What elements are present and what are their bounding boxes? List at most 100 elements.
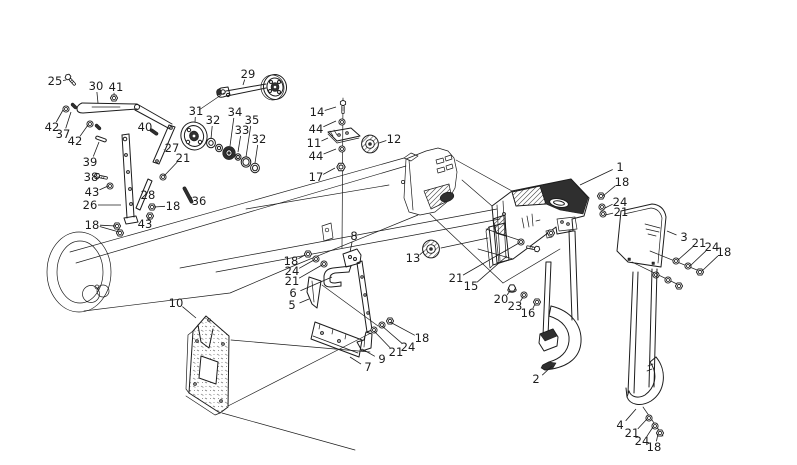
part-label-13-38: 13 <box>406 251 421 265</box>
part-label-leader-34 <box>229 117 235 147</box>
part-label-leader-25 <box>62 79 67 81</box>
roller-12-icon <box>361 134 379 154</box>
part-2-skid <box>538 230 582 371</box>
part-label-leader-43 <box>99 185 109 191</box>
part-label-leader-21 <box>373 330 391 349</box>
washer-21-icon <box>320 260 328 268</box>
part-label-6-36: 6 <box>289 286 296 300</box>
part-label-36-28: 36 <box>192 194 207 208</box>
part-label-44-13: 44 <box>309 149 324 163</box>
part-label-leader-21 <box>604 212 614 216</box>
part-26-bracket-bar <box>121 133 139 225</box>
part-label-leader-18 <box>389 321 415 336</box>
part-label-leader-42 <box>55 109 64 123</box>
plate-11-icon <box>327 127 361 142</box>
part-label-7-57: 7 <box>364 360 371 374</box>
washer-44-icon <box>338 145 346 153</box>
part-label-leader-8 <box>349 241 353 253</box>
part-label-leader-33 <box>237 135 241 153</box>
part-label-24-46: 24 <box>613 195 628 209</box>
part-label-24-50: 24 <box>705 240 720 254</box>
part-label-43-29: 43 <box>138 217 153 231</box>
part-label-24-34: 24 <box>285 264 300 278</box>
part-label-leader-23 <box>519 296 524 302</box>
part-label-leader-28 <box>141 198 143 200</box>
part-label-leader-24 <box>689 250 707 267</box>
part-label-10-31: 10 <box>169 296 184 310</box>
part-label-leader-18 <box>99 224 117 227</box>
nut-17-icon <box>336 162 346 172</box>
part-label-leader-11 <box>321 137 329 142</box>
part-label-18-61: 18 <box>415 331 430 345</box>
part-label-leader-5 <box>299 298 310 304</box>
part-label-leader-36 <box>190 196 193 199</box>
part-label-16-43: 16 <box>521 306 536 320</box>
part-label-5-37: 5 <box>288 298 295 312</box>
nut-18-icon <box>115 229 125 237</box>
part-label-15-40: 15 <box>464 279 479 293</box>
part-label-18-56: 18 <box>647 440 662 454</box>
pin-36-icon <box>182 186 194 204</box>
part-label-leader-21 <box>677 246 694 261</box>
bolt-14-icon <box>339 99 347 115</box>
boom-body-outline <box>46 147 514 313</box>
part-label-leader-9 <box>361 348 375 357</box>
part-4-skid <box>625 268 665 437</box>
bolt-25-icon <box>63 72 78 88</box>
part-label-20-41: 20 <box>494 292 509 306</box>
washer-42-icon <box>62 105 70 113</box>
part-label-40-19: 40 <box>138 120 153 134</box>
part-label-leader-1 <box>579 169 613 186</box>
part-label-25-0: 25 <box>48 74 63 88</box>
bolt-icon <box>525 243 541 253</box>
part-label-leader-44 <box>323 120 337 128</box>
part-label-leader-12 <box>378 140 387 144</box>
part-label-leader-24 <box>381 325 403 344</box>
washer-21-icon <box>370 326 378 334</box>
part-label-27-20: 27 <box>165 141 180 155</box>
part-label-18-33: 18 <box>284 254 299 268</box>
part-label-leader-39 <box>92 141 100 157</box>
part-3-guard-panel <box>616 203 705 290</box>
part-label-leader-18 <box>298 254 306 259</box>
part-label-3-48: 3 <box>680 230 687 244</box>
part-label-17-15: 17 <box>309 170 324 184</box>
part-30-arm-assembly <box>62 72 173 143</box>
part-label-21-35: 21 <box>285 274 300 288</box>
washer-21-icon <box>599 210 607 218</box>
part-label-9-58: 9 <box>378 352 385 366</box>
part-label-leader-37 <box>65 111 72 129</box>
part-label-leader-14 <box>324 106 337 111</box>
part-label-leader-21 <box>163 161 178 177</box>
part-label-leader-7 <box>349 356 362 365</box>
washer-33-icon <box>234 153 242 161</box>
washer-32-icon <box>206 137 216 149</box>
washer-44-icon <box>338 118 346 126</box>
part-label-leader-24 <box>299 259 315 269</box>
part-label-28-26: 28 <box>141 188 156 202</box>
part-31-pulley-stack <box>180 92 260 174</box>
nut-18-icon <box>303 250 313 258</box>
roller-13-icon <box>422 239 440 259</box>
part-10-wear-plate <box>185 315 372 451</box>
nut-41-icon <box>109 94 119 102</box>
washer-42-icon <box>86 120 94 128</box>
part-1-cover <box>491 178 607 264</box>
part-label-18-45: 18 <box>615 175 630 189</box>
part-label-leader-18 <box>656 433 659 442</box>
washer-24-icon <box>378 321 386 329</box>
part-label-leader-21 <box>298 264 323 279</box>
part-label-21-54: 21 <box>625 426 640 440</box>
part-label-18-27: 18 <box>166 199 181 213</box>
part-label-leader-44 <box>323 148 337 155</box>
washer-24-icon <box>312 255 320 263</box>
part-label-leader-17 <box>323 167 336 175</box>
part-label-leader-32 <box>254 144 259 164</box>
part-label-30-1: 30 <box>89 79 104 93</box>
part-label-42-18: 42 <box>68 134 83 148</box>
nut-18-icon <box>695 268 705 276</box>
part-label-21-59: 21 <box>389 345 404 359</box>
part-label-leader-3 <box>666 230 677 236</box>
